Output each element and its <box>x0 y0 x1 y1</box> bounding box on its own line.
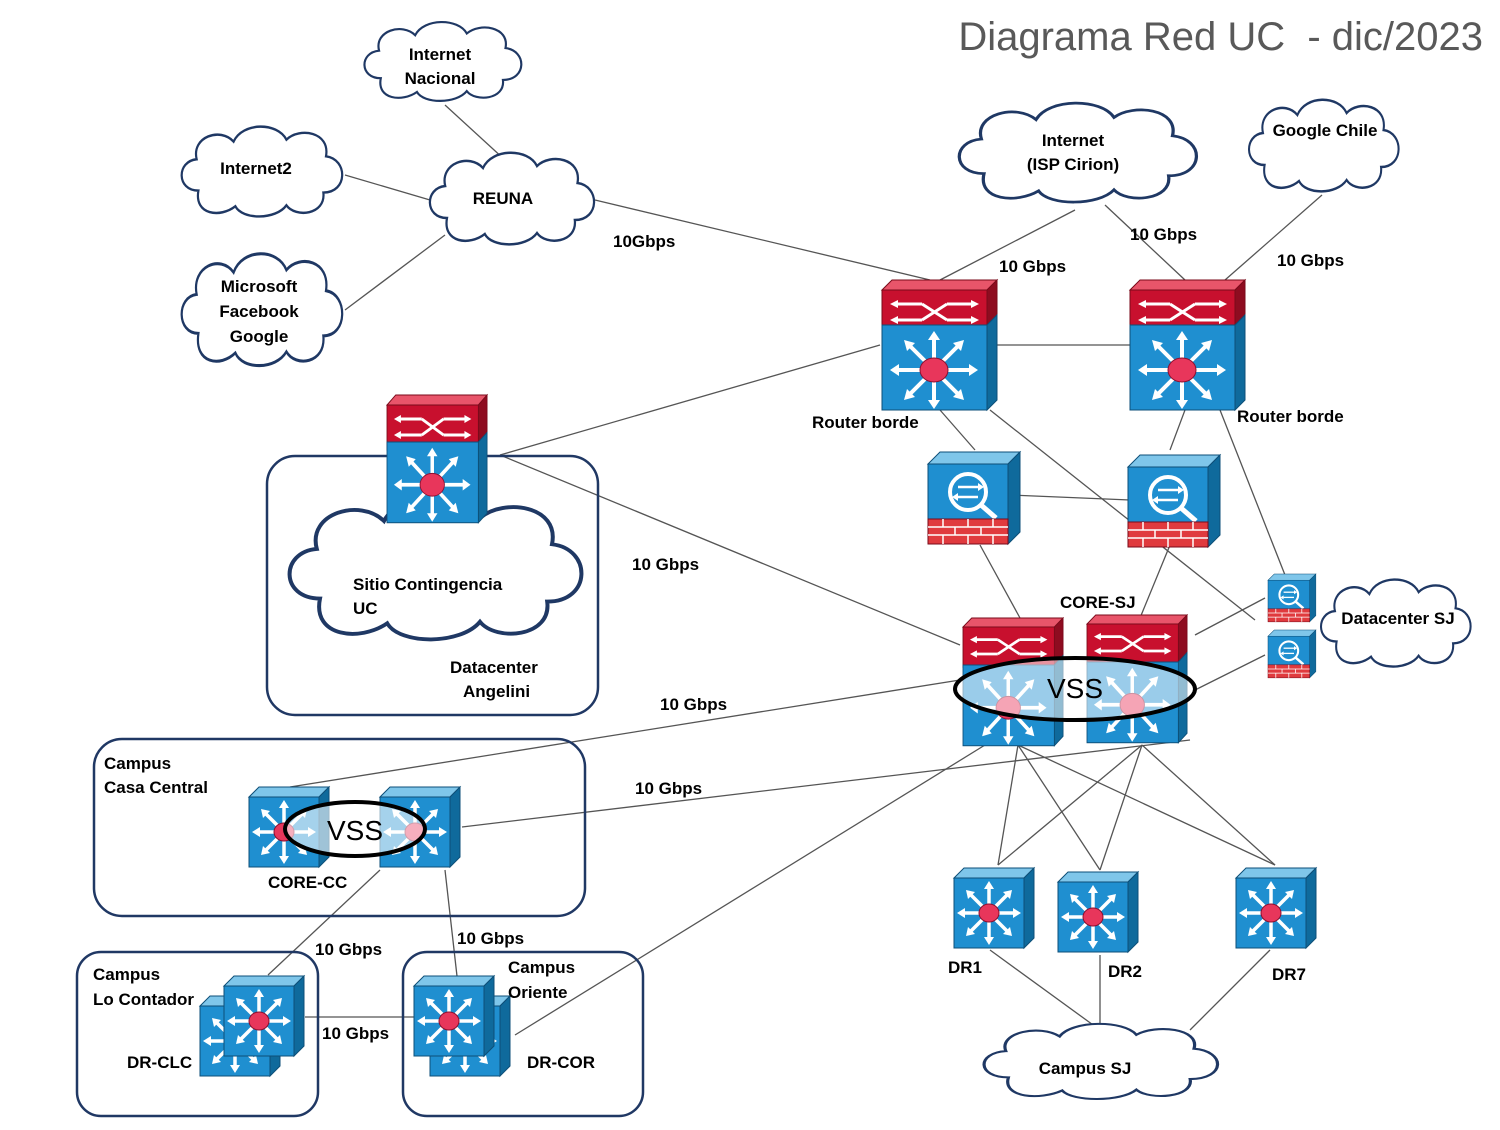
cloud-label: REUNA <box>473 189 533 208</box>
multilayer-switch-icon[interactable] <box>952 866 1036 950</box>
core-sj-label: CORE-SJ <box>1060 593 1136 612</box>
cloud-label: Internet <box>409 45 472 64</box>
dr-clc-label: DR-CLC <box>127 1053 192 1072</box>
router-angelini[interactable] <box>385 393 489 525</box>
link-speed-label: 10 Gbps <box>1130 225 1197 244</box>
cloud-label: Internet <box>1042 131 1105 150</box>
cloud-internet-isp-cirion: Internet (ISP Cirion) <box>957 101 1199 204</box>
firewall-icon[interactable] <box>1128 455 1220 547</box>
multilayer-switch-icon <box>880 313 999 412</box>
link-speed-label: 10 Gbps <box>635 779 702 798</box>
link-speed-label: 10Gbps <box>613 232 675 251</box>
cloud-internet-nacional: Internet Nacional <box>363 21 523 102</box>
cloud-label: Datacenter SJ <box>1341 609 1454 628</box>
multilayer-switch-icon <box>1128 313 1247 412</box>
cloud-datacenter-sj: Datacenter SJ <box>1319 578 1472 668</box>
group-label: Campus <box>104 754 171 773</box>
vss-core-sj: VSS <box>953 656 1197 722</box>
core-cc-label: CORE-CC <box>268 873 347 892</box>
vss-core-cc: VSS <box>283 800 427 858</box>
group-label: Oriente <box>508 983 568 1002</box>
cloud-label: Microsoft <box>221 277 298 296</box>
router-borde-1-label: Router borde <box>812 413 919 432</box>
multilayer-switch-icon[interactable] <box>222 974 306 1058</box>
link-speed-label: 10 Gbps <box>457 929 524 948</box>
group-campus-lo-contador <box>75 950 320 1118</box>
multilayer-switch-icon[interactable] <box>1056 870 1140 954</box>
cloud-label: Google <box>230 327 289 346</box>
cloud-label: Campus SJ <box>1039 1059 1132 1078</box>
cloud-label: UC <box>353 599 378 618</box>
cloud-google-chile: Google Chile <box>1247 98 1400 193</box>
cloud-reuna: REUNA <box>428 151 596 246</box>
vss-label: VSS <box>327 815 383 846</box>
firewall-icon[interactable] <box>1266 628 1318 680</box>
page-title: Diagrama Red UC - dic/2023 <box>958 15 1483 59</box>
dr1-label: DR1 <box>948 958 982 977</box>
cloud-label: Nacional <box>405 69 476 88</box>
router-borde-2-label: Router borde <box>1237 407 1344 426</box>
link-speed-label: 10 Gbps <box>1277 251 1344 270</box>
cloud-label: Google Chile <box>1273 121 1378 140</box>
firewall-icon[interactable] <box>1266 572 1318 624</box>
firewall-icon[interactable] <box>928 452 1020 544</box>
link-speed-label: 10 Gbps <box>632 555 699 574</box>
group-campus-casa-central <box>92 737 587 918</box>
cloud-label: Facebook <box>219 302 299 321</box>
multilayer-switch-icon[interactable] <box>1234 866 1318 950</box>
cloud-microsoft-facebook-google: Microsoft Facebook Google <box>180 252 344 368</box>
group-label: Casa Central <box>104 778 208 797</box>
link-speed-label: 10 Gbps <box>999 257 1066 276</box>
group-label: Campus <box>93 965 160 984</box>
group-label: Lo Contador <box>93 990 194 1009</box>
dr-cor-label: DR-COR <box>527 1053 595 1072</box>
cloud-internet2: Internet2 <box>180 125 344 218</box>
group-label: Angelini <box>463 682 530 701</box>
group-label: Datacenter <box>450 658 538 677</box>
dr2-label: DR2 <box>1108 962 1142 981</box>
router-borde-1[interactable] <box>880 278 999 412</box>
cloud-label: Sitio Contingencia <box>353 575 503 594</box>
link-speed-label: 10 Gbps <box>322 1024 389 1043</box>
multilayer-switch-icon[interactable] <box>412 974 496 1058</box>
group-campus-oriente <box>401 950 645 1118</box>
links <box>267 104 1323 1036</box>
cloud-label: Internet2 <box>220 159 292 178</box>
cloud-campus-sj: Campus SJ <box>982 1022 1220 1101</box>
vss-label: VSS <box>1047 673 1103 704</box>
group-label: Campus <box>508 958 575 977</box>
router-borde-2[interactable] <box>1128 278 1247 412</box>
dr7-label: DR7 <box>1272 965 1306 984</box>
cloud-sitio-contingencia: Sitio Contingencia UC <box>290 497 582 639</box>
multilayer-switch-icon <box>385 430 489 525</box>
link-speed-label: 10 Gbps <box>315 940 382 959</box>
link-speed-label: 10 Gbps <box>660 695 727 714</box>
cloud-label: (ISP Cirion) <box>1027 155 1119 174</box>
